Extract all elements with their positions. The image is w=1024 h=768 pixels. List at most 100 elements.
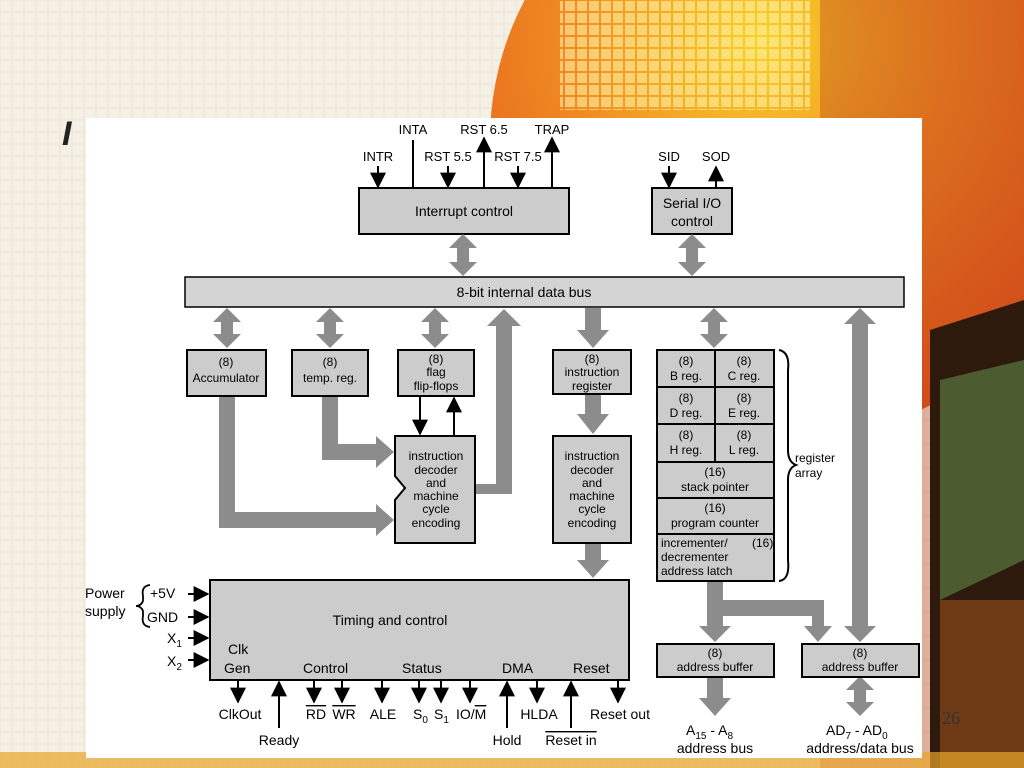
ad0-subscript: 0 xyxy=(882,731,888,742)
incrementer-line-1: incrementer/ xyxy=(661,536,728,550)
flag-size: (8) xyxy=(429,352,444,366)
address-data-bus-label: address/data bus xyxy=(806,740,913,756)
s0-letter: S xyxy=(413,706,422,722)
a15-subscript: 15 xyxy=(695,731,707,742)
x1-label: X1 xyxy=(167,630,182,650)
bus-arrows xyxy=(213,234,876,716)
a15-letter: A xyxy=(686,722,696,738)
wr-label: WR xyxy=(332,706,355,722)
rst75-label: RST 7.5 xyxy=(494,149,541,164)
program-counter-box xyxy=(656,497,775,535)
ir-label-1: instruction xyxy=(565,365,620,379)
b-reg-box xyxy=(656,349,716,388)
timing-control-label: Timing and control xyxy=(333,612,448,628)
accumulator-box xyxy=(186,349,267,397)
flag-label-2: flip-flops xyxy=(414,379,459,393)
temp-reg-size: (8) xyxy=(323,355,338,369)
address-buffer-low-box xyxy=(801,643,920,678)
ir-to-decoder-arrow xyxy=(577,394,609,434)
serial-io-box xyxy=(651,187,733,235)
ad-bus-out-arrow xyxy=(846,676,874,716)
a8-dash: - A xyxy=(706,722,728,738)
a8-subscript: 8 xyxy=(727,731,733,742)
reset-label: Reset xyxy=(573,660,610,676)
interrupt-bus-arrow xyxy=(449,234,477,276)
left-decoder-line-4: machine xyxy=(413,489,459,503)
d-reg-size: (8) xyxy=(679,391,694,405)
reset-out-label: Reset out xyxy=(590,706,650,722)
h-reg-label: H reg. xyxy=(670,443,703,457)
rst55-label: RST 5.5 xyxy=(424,149,471,164)
register-array-brace xyxy=(778,349,799,582)
ir-label-2: register xyxy=(572,379,612,393)
sp-size: (16) xyxy=(704,465,725,479)
ad7-letter: AD xyxy=(826,722,845,738)
sp-label: stack pointer xyxy=(681,480,749,494)
d-reg-label: D reg. xyxy=(670,406,703,420)
left-decoder-line-2: decoder xyxy=(414,463,457,477)
pc-size: (16) xyxy=(704,501,725,515)
l-reg-size: (8) xyxy=(737,428,752,442)
power-label-1: Power xyxy=(85,585,125,601)
register-array xyxy=(656,349,775,582)
status-label: Status xyxy=(402,660,442,676)
ale-label: ALE xyxy=(370,706,396,722)
gnd-label: GND xyxy=(147,609,178,625)
left-decoder-box xyxy=(394,435,476,544)
trap-label: TRAP xyxy=(535,122,570,137)
stack-pointer-box xyxy=(656,461,775,499)
ir-size: (8) xyxy=(585,352,600,366)
address-buffer-high-box xyxy=(656,643,775,678)
clk-gen-label-2: Gen xyxy=(224,660,250,676)
interrupt-signals: INTA RST 6.5 TRAP INTR RST 5.5 RST 7.5 xyxy=(363,122,570,189)
left-decoder-line-6: encoding xyxy=(412,516,461,530)
right-decoder-line-3: and xyxy=(582,476,602,490)
c-reg-size: (8) xyxy=(737,354,752,368)
right-decoder-line-4: machine xyxy=(569,489,615,503)
pc-label: program counter xyxy=(671,516,759,530)
clkout-label: ClkOut xyxy=(219,706,262,722)
x2-subscript: 2 xyxy=(176,662,182,673)
address-bus-label: address bus xyxy=(677,740,753,756)
register-array-label-2: array xyxy=(795,466,822,480)
hold-label: Hold xyxy=(493,732,522,748)
inta-label: INTA xyxy=(399,122,428,137)
s1-label: S1 xyxy=(434,706,449,726)
decoder-to-bus-arrow xyxy=(475,309,521,494)
s0-subscript: 0 xyxy=(422,715,428,726)
a-bus-out-arrow xyxy=(699,676,731,716)
ready-label: Ready xyxy=(259,732,299,748)
ad7-subscript: 7 xyxy=(845,731,851,742)
sod-label: SOD xyxy=(702,149,730,164)
x2-label: X2 xyxy=(167,653,182,673)
decoder-to-timing-arrow xyxy=(577,543,609,578)
ad-bus-long-arrow xyxy=(844,308,876,642)
clk-gen-label-1: Clk xyxy=(228,641,249,657)
instruction-register-box xyxy=(552,349,632,395)
intr-label: INTR xyxy=(363,149,393,164)
flag-label-1: flag xyxy=(426,365,445,379)
incrementer-line-3: address latch xyxy=(661,564,732,578)
interrupt-control-label: Interrupt control xyxy=(415,203,513,219)
left-decoder-line-5: cycle xyxy=(422,502,450,516)
io-m-bar: M xyxy=(475,706,487,722)
temp-reg-to-decoder-arrow xyxy=(322,396,394,468)
right-decoder-line-2: decoder xyxy=(570,463,613,477)
temp-reg-bus-arrow xyxy=(316,308,344,348)
incrementer-box xyxy=(656,533,775,582)
temp-reg-label: temp. reg. xyxy=(303,371,357,385)
plus5v-label: +5V xyxy=(150,585,176,601)
s1-letter: S xyxy=(434,706,443,722)
control-label: Control xyxy=(303,660,348,676)
sid-label: SID xyxy=(658,149,680,164)
interrupt-control-box xyxy=(358,187,570,235)
h-reg-size: (8) xyxy=(679,428,694,442)
accumulator-label: Accumulator xyxy=(193,371,260,385)
e-reg-box xyxy=(714,386,775,425)
serial-io-label-2: control xyxy=(671,213,713,229)
flag-bus-arrow xyxy=(421,308,449,348)
temp-reg-box xyxy=(291,349,369,397)
b-reg-label: B reg. xyxy=(670,369,702,383)
a15-a8-label: A15 - A8 xyxy=(686,722,733,742)
address-buffer-high-size: (8) xyxy=(708,646,723,660)
